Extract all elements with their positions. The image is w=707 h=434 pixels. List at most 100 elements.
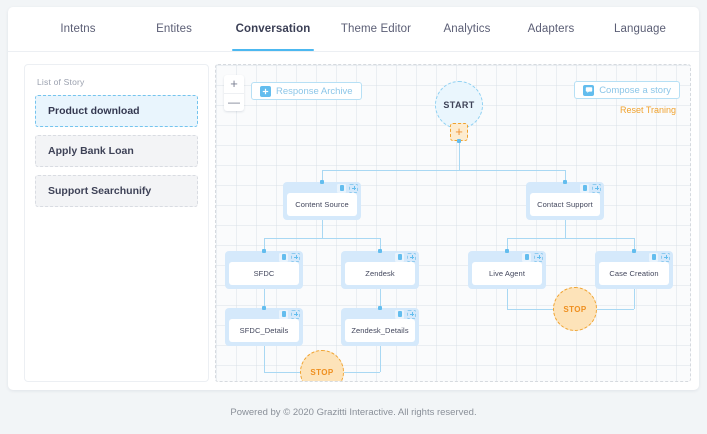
response-archive-label: Response Archive [276, 85, 353, 97]
copy-icon[interactable] [522, 252, 531, 262]
add-child-icon[interactable] [661, 252, 670, 262]
node-sfdc[interactable]: SFDC [225, 249, 303, 289]
wire-contact-support-split [507, 238, 634, 239]
tab-intents[interactable]: Intetns [28, 7, 128, 51]
tab-label: Language [614, 23, 666, 35]
add-child-icon[interactable] [349, 183, 358, 193]
main-tabbar: Intetns Entites Conversation Theme Edito… [8, 7, 699, 52]
zoom-in-icon[interactable]: + [230, 76, 238, 92]
add-child-icon[interactable] [407, 309, 416, 319]
node-label: Zendesk [345, 262, 415, 285]
tab-language[interactable]: Language [594, 7, 686, 51]
compose-story-label: Compose a story [599, 84, 671, 96]
conversation-flow-canvas[interactable]: + — Response Archive [215, 64, 691, 382]
tab-label: Analytics [443, 23, 491, 35]
wire-contact-support-down [565, 220, 566, 238]
wire-to-sfdc [264, 238, 265, 251]
stop-node-label: STOP [563, 304, 587, 314]
wire-to-live-agent [507, 238, 508, 251]
node-sfdc-details[interactable]: SFDC_Details [225, 306, 303, 346]
node-label: SFDC [229, 262, 299, 285]
node-connector-dot [378, 249, 382, 253]
wire-bus-to-content-source [322, 170, 323, 182]
reset-training-link[interactable]: Reset Traning [619, 105, 676, 115]
sidebar-item-product-download[interactable]: Product download [35, 95, 198, 127]
copy-icon[interactable] [279, 309, 288, 319]
wire-sfdc-details-down [264, 346, 265, 372]
wire-content-source-split [264, 238, 380, 239]
wire-case-creation-to-stop [575, 309, 634, 310]
add-child-icon[interactable] [534, 252, 543, 262]
sidebar-item-label: Product download [48, 105, 140, 117]
add-child-icon[interactable] [407, 252, 416, 262]
node-actions [395, 309, 416, 319]
copy-icon[interactable] [649, 252, 658, 262]
copy-icon[interactable] [395, 309, 404, 319]
wire-live-agent-to-stop [507, 309, 575, 310]
wire-start-to-bus [459, 141, 460, 171]
node-actions [395, 252, 416, 262]
copy-icon[interactable] [337, 183, 346, 193]
tab-label: Conversation [235, 23, 311, 35]
chat-bubble-icon [583, 84, 595, 96]
node-actions [649, 252, 670, 262]
wire-content-source-down [322, 220, 323, 238]
sidebar-title: List of Story [37, 77, 85, 87]
node-zendesk-details[interactable]: Zendesk_Details [341, 306, 419, 346]
stop-node-label: STOP [310, 367, 334, 377]
compose-story-button[interactable]: Compose a story [574, 81, 680, 99]
zoom-out-icon[interactable]: — [224, 92, 244, 112]
page-footer: Powered by © 2020 Grazitti Interactive. … [0, 390, 707, 434]
tab-label: Intetns [60, 23, 96, 35]
start-node[interactable]: START [435, 81, 483, 129]
node-connector-dot [262, 306, 266, 310]
node-label: Live Agent [472, 262, 542, 285]
tab-label: Adapters [527, 23, 575, 35]
copy-icon[interactable] [580, 183, 589, 193]
wire-sfdc-details-to-stop [264, 372, 321, 373]
wire-live-agent-down [507, 289, 508, 309]
tab-adapters[interactable]: Adapters [508, 7, 594, 51]
node-connector-dot [262, 249, 266, 253]
stop-node-left[interactable]: STOP [300, 350, 344, 381]
response-archive-button[interactable]: Response Archive [251, 82, 362, 100]
node-label: Case Creation [599, 262, 669, 285]
add-child-icon[interactable] [291, 252, 300, 262]
node-connector-dot [632, 249, 636, 253]
wire-bus-horizontal [322, 170, 565, 171]
copy-icon[interactable] [395, 252, 404, 262]
wire-to-case-creation [634, 238, 635, 251]
node-content-source[interactable]: Content Source [283, 180, 361, 220]
archive-icon [260, 85, 271, 97]
node-label: Zendesk_Details [345, 319, 415, 342]
node-contact-support[interactable]: Contact Support [526, 180, 604, 220]
node-actions [522, 252, 543, 262]
sidebar-item-apply-bank-loan[interactable]: Apply Bank Loan [35, 135, 198, 167]
copy-icon[interactable] [279, 252, 288, 262]
wire-zendesk-to-details [380, 289, 381, 308]
node-connector-dot [378, 306, 382, 310]
stop-node-right[interactable]: STOP [553, 287, 597, 331]
wire-case-creation-down [634, 289, 635, 309]
node-actions [279, 252, 300, 262]
zoom-control: + — [224, 75, 244, 111]
node-connector-dot [320, 180, 324, 184]
node-connector-dot [563, 180, 567, 184]
tab-analytics[interactable]: Analytics [426, 7, 508, 51]
tab-conversation[interactable]: Conversation [220, 7, 326, 51]
wire-zendesk-details-down [380, 346, 381, 372]
wire-bus-to-contact-support [565, 170, 566, 182]
node-case-creation[interactable]: Case Creation [595, 249, 673, 289]
node-live-agent[interactable]: Live Agent [468, 249, 546, 289]
tab-theme-editor[interactable]: Theme Editor [326, 7, 426, 51]
tab-entities[interactable]: Entites [128, 7, 220, 51]
node-label: Content Source [287, 193, 357, 216]
node-zendesk[interactable]: Zendesk [341, 249, 419, 289]
sidebar-item-support-searchunify[interactable]: Support Searchunify [35, 175, 198, 207]
node-label: SFDC_Details [229, 319, 299, 342]
add-child-icon[interactable] [592, 183, 601, 193]
main-card: Intetns Entites Conversation Theme Edito… [8, 7, 699, 390]
add-child-icon[interactable] [291, 309, 300, 319]
story-list-sidebar: List of Story Product download Apply Ban… [24, 64, 209, 382]
